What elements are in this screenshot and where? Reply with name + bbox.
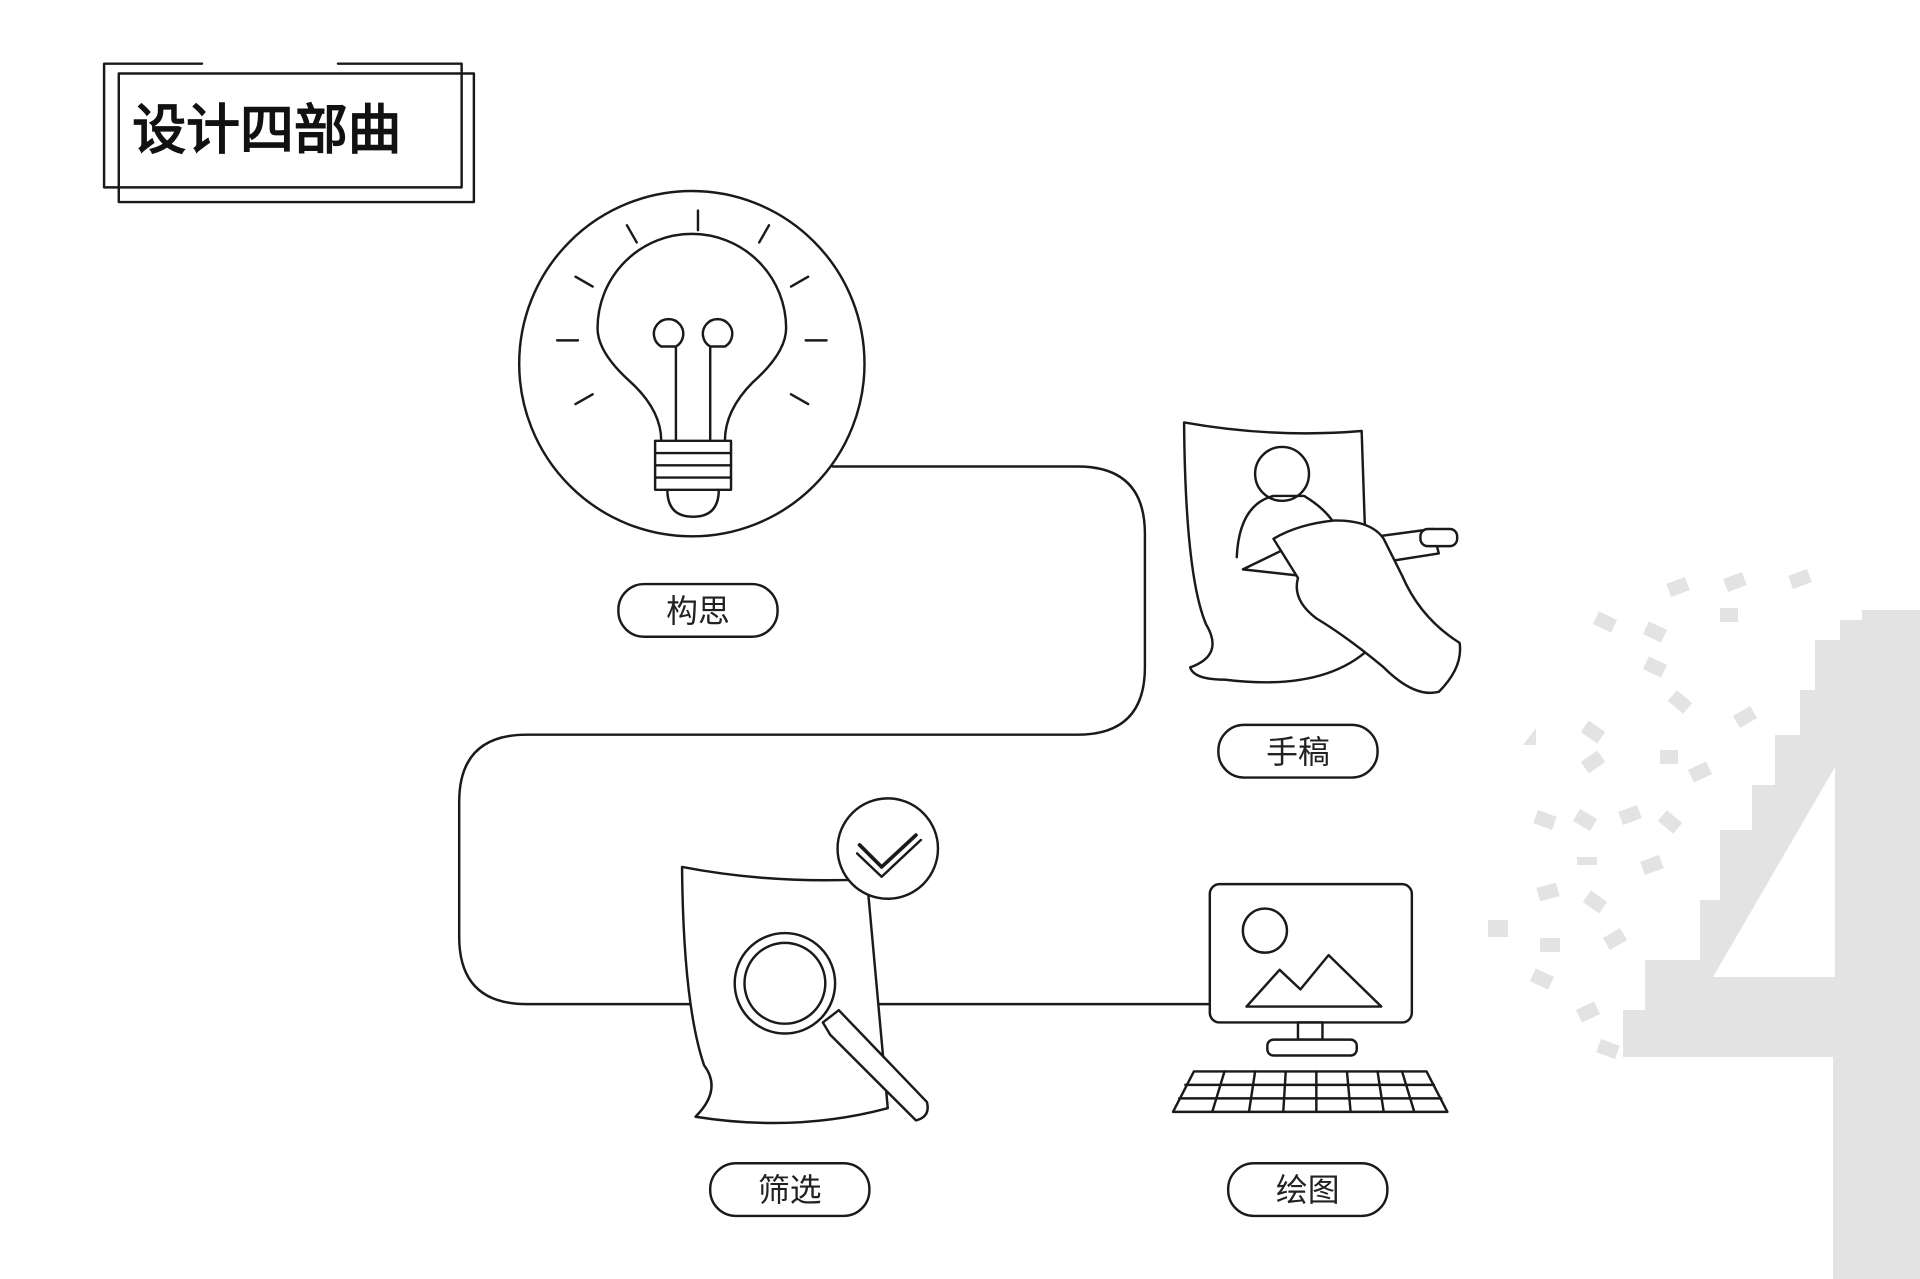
svg-text:构思: 构思	[666, 592, 730, 630]
computer-icon	[1171, 882, 1449, 1114]
step-label-ideation: 构思	[617, 582, 779, 638]
svg-text:绘图: 绘图	[1276, 1171, 1340, 1209]
magnifier-check-icon	[680, 797, 940, 1125]
step-label-sketch: 手稿	[1217, 723, 1379, 779]
hand-drawing-icon	[1182, 421, 1462, 694]
page-title: 设计四部曲	[132, 98, 401, 161]
step-label-drawing: 绘图	[1226, 1162, 1389, 1218]
decorative-number-four	[1488, 569, 1920, 1279]
step-label-filter: 筛选	[708, 1162, 871, 1218]
svg-text:手稿: 手稿	[1266, 733, 1330, 771]
process-path	[457, 465, 1212, 1006]
lightbulb-icon	[517, 189, 866, 538]
svg-text:筛选: 筛选	[758, 1171, 822, 1209]
title-box: 设计四部曲	[102, 62, 476, 204]
